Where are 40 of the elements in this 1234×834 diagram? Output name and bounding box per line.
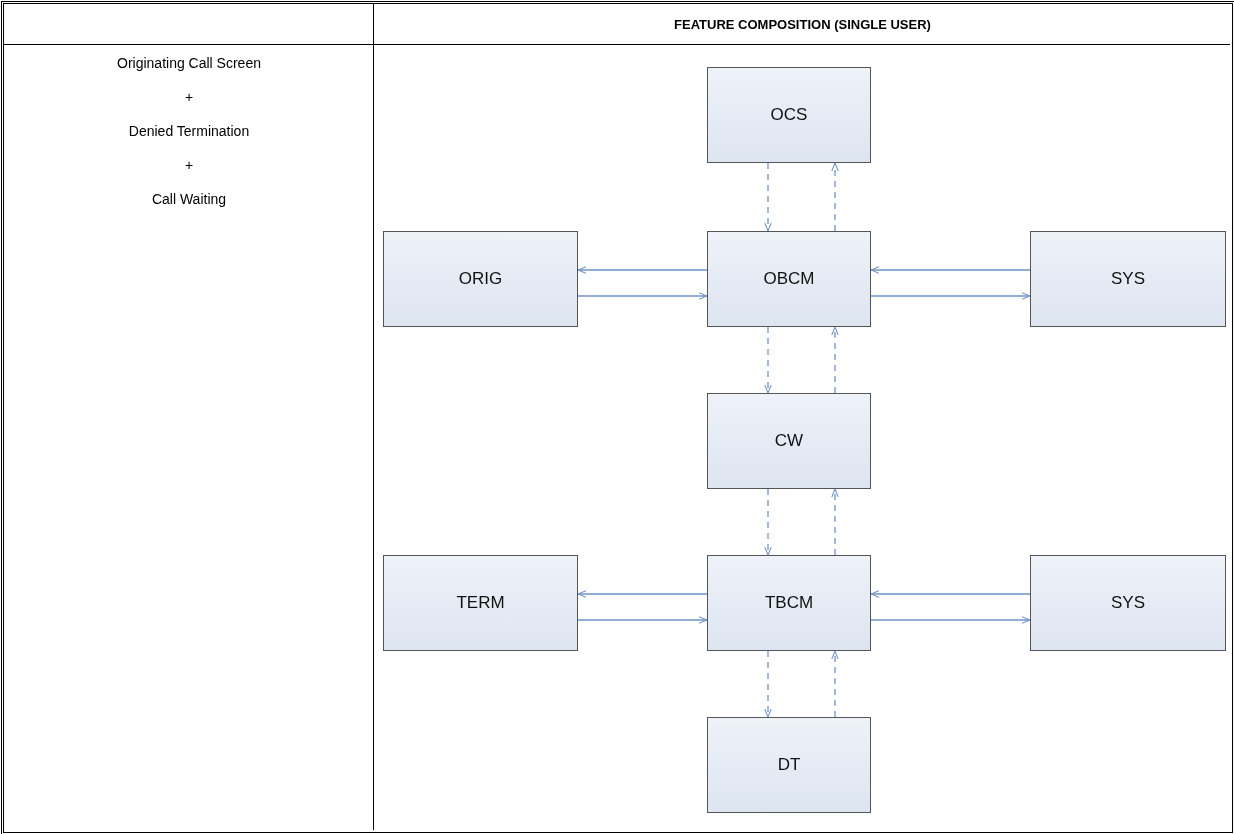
feature-label: Denied Termination (127, 123, 251, 139)
process-box (1030, 231, 1226, 327)
process-box (707, 231, 871, 327)
box-label: ORIG (458, 269, 503, 289)
arrow (870, 616, 1031, 624)
process-box (707, 393, 871, 489)
box-label: SYS (1111, 269, 1145, 289)
arrow (764, 162, 772, 232)
arrow (764, 488, 772, 556)
box-label: OBCM (763, 269, 815, 289)
process-box (707, 67, 871, 163)
arrow (870, 266, 1031, 274)
arrow (870, 292, 1031, 300)
box-label: CW (774, 431, 804, 451)
feature-label: + (183, 89, 195, 105)
process-box (707, 555, 871, 651)
box-label: OCS (770, 105, 808, 125)
arrow (577, 292, 708, 300)
arrow (577, 266, 708, 274)
box-label: SYS (1111, 593, 1145, 613)
box-label: TBCM (764, 593, 814, 613)
feature-label: Originating Call Screen (116, 55, 262, 71)
process-box (1030, 555, 1226, 651)
arrow (577, 616, 708, 624)
box-label: TERM (456, 593, 505, 613)
arrow (764, 326, 772, 394)
process-box (707, 717, 871, 813)
arrow (831, 326, 839, 394)
feature-label: + (183, 157, 195, 173)
feature-label: Call Waiting (150, 191, 228, 207)
arrow (764, 650, 772, 718)
arrow (870, 590, 1031, 598)
box-label: DT (777, 755, 801, 775)
process-box (383, 231, 578, 327)
arrow (577, 590, 708, 598)
process-box (383, 555, 578, 651)
arrow (831, 650, 839, 718)
column-header: FEATURE COMPOSITION (SINGLE USER) (673, 15, 932, 34)
arrow (831, 162, 839, 232)
arrow (831, 488, 839, 556)
